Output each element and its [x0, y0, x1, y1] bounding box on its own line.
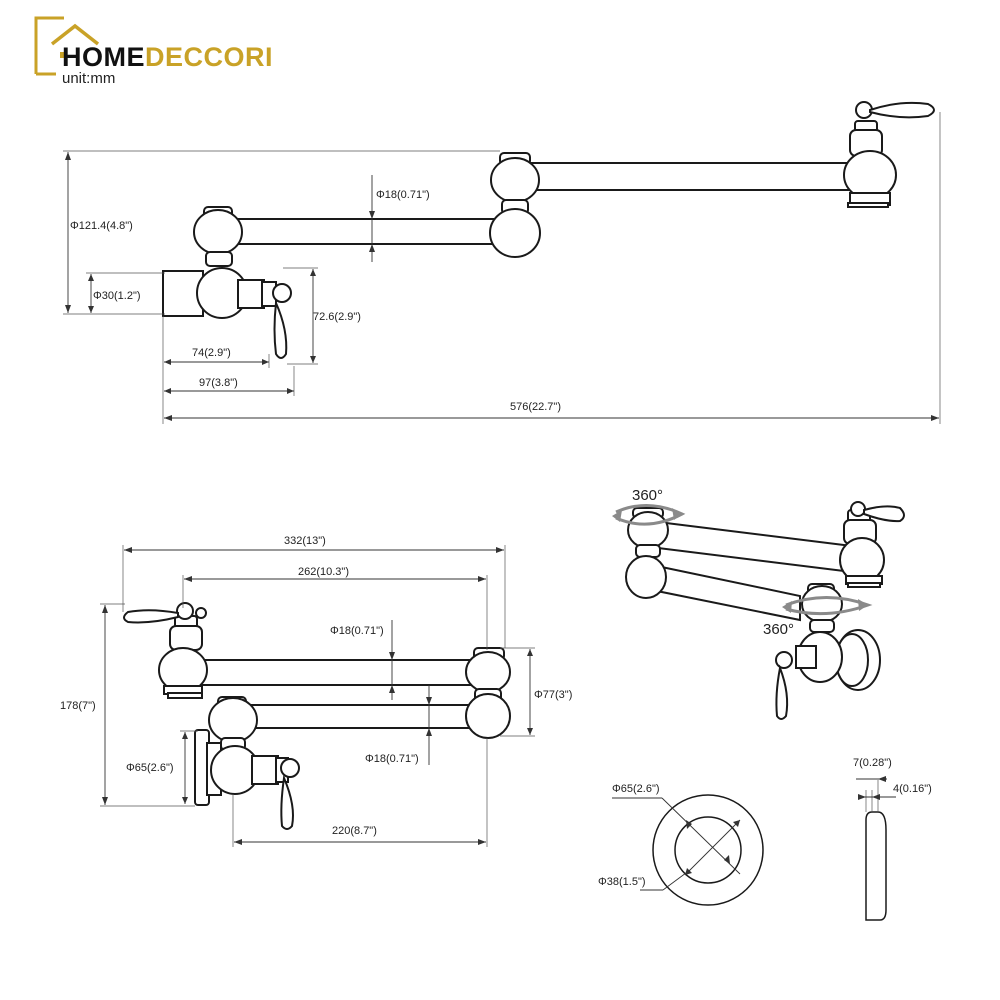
dim-diameter-30: Φ30(1.2"): [93, 290, 141, 302]
flange-outer-diameter: Φ65(2.6"): [612, 783, 660, 795]
rotation-label-bottom: 360°: [763, 621, 794, 638]
dim-diameter-18-top: Φ18(0.71"): [376, 189, 430, 201]
dim-length-262: 262(10.3"): [298, 566, 349, 578]
dim-diameter-121: Φ121.4(4.8"): [70, 220, 133, 232]
top-view-faucet: [162, 101, 935, 359]
bottom-view-dimensions: 332(13") 262(10.3") Φ18(0.71") Φ77(3") 1…: [60, 535, 572, 847]
dim-diameter-77: Φ77(3"): [534, 689, 572, 701]
flange-thickness-7: 7(0.28"): [853, 757, 892, 769]
dim-length-97: 97(3.8"): [199, 377, 238, 389]
dim-length-74: 74(2.9"): [192, 347, 231, 359]
dim-length-576: 576(22.7"): [510, 401, 561, 413]
dim-height-72: 72.6(2.9"): [313, 311, 361, 323]
rotation-view-faucet: 360° 360°: [612, 487, 905, 720]
top-view-dimensions: Φ121.4(4.8") Φ18(0.71") Φ30(1.2") 72.6(2…: [63, 112, 941, 424]
dim-diameter-18-upper: Φ18(0.71"): [330, 625, 384, 637]
rotation-label-top: 360°: [632, 487, 663, 504]
dim-length-332: 332(13"): [284, 535, 326, 547]
flange-inner-diameter: Φ38(1.5"): [598, 876, 646, 888]
unit-label: unit:mm: [62, 70, 116, 87]
house-logo-icon: [34, 16, 100, 76]
flange-side-view: 7(0.28") 4(0.16"): [853, 757, 932, 921]
dim-diameter-65-side: Φ65(2.6"): [126, 762, 174, 774]
flange-thickness-4: 4(0.16"): [893, 783, 932, 795]
bottom-view-faucet: [123, 602, 511, 830]
brand-name: HOMEDECCORI: [62, 42, 274, 72]
dim-diameter-18-lower: Φ18(0.71"): [365, 753, 419, 765]
dim-length-220: 220(8.7"): [332, 825, 377, 837]
dim-height-178: 178(7"): [60, 700, 96, 712]
flange-front-view: Φ65(2.6") Φ38(1.5"): [598, 783, 764, 906]
